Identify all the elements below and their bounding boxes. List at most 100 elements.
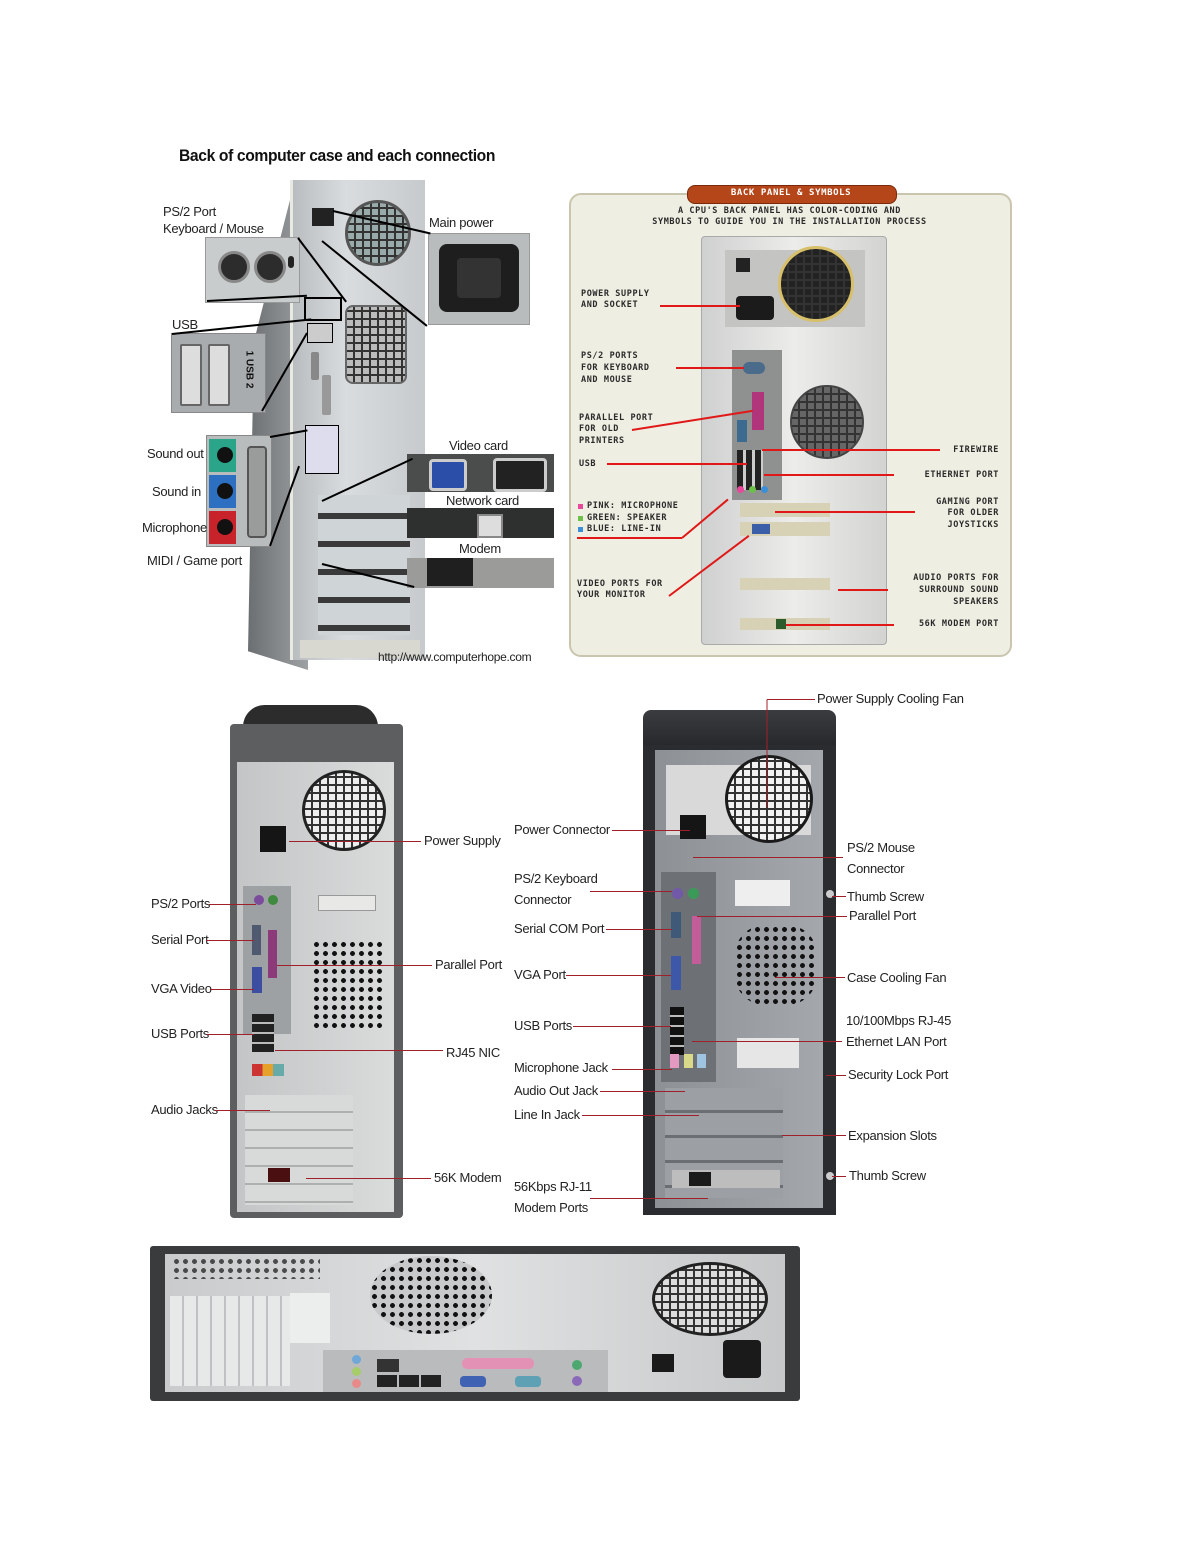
tower3-audio-jacks (252, 1064, 284, 1076)
serial-port-icon (737, 420, 747, 442)
label-sound-in: Sound in (152, 484, 201, 499)
power-socket-small (312, 208, 334, 226)
label-microphone: Microphone (142, 520, 207, 535)
label-serial-port: Serial Port (151, 932, 209, 947)
desktop-ps2-purple (572, 1376, 582, 1386)
tower3-serial (252, 925, 261, 955)
label-modem-ports-2: Modem Ports (514, 1200, 589, 1215)
usb-port-2-icon (208, 344, 230, 406)
legend-swatch-blue (578, 527, 583, 532)
leader-audio-out (600, 1091, 685, 1092)
label-56k-modem: 56K Modem (434, 1170, 502, 1185)
leader-firewire (762, 449, 940, 451)
leader-ethernet (764, 474, 894, 476)
tower4-psu-fan-icon (725, 755, 813, 843)
legend-green-text: GREEN: SPEAKER (587, 513, 668, 523)
psu-fan-icon (345, 200, 411, 266)
label-power-supply: Power Supply (424, 833, 501, 848)
desktop-power-switch-icon (652, 1354, 674, 1372)
label-sound-out: Sound out (147, 446, 204, 461)
label-audio-2: SURROUND SOUND (918, 585, 999, 595)
leader-usb (207, 1034, 254, 1035)
legend-swatch-pink (578, 504, 583, 509)
label-power-supply-2: AND SOCKET (581, 300, 639, 310)
label-usb-ports: USB Ports (514, 1018, 572, 1033)
figure1-title: Back of computer case and each connectio… (179, 146, 496, 165)
label-main-power: Main power (429, 215, 494, 230)
label-thumb-screw-2: Thumb Screw (849, 1168, 926, 1183)
label-video-1: VIDEO PORTS FOR (577, 579, 663, 589)
panel-header (687, 185, 897, 204)
label-parallel-3: PRINTERS (579, 436, 625, 446)
label-ps2-port: PS/2 Port (163, 204, 216, 219)
case-fan-round-icon (790, 385, 864, 459)
leader-serial (206, 940, 254, 941)
leader-audio-ports (838, 589, 888, 591)
leader-audio (215, 1110, 270, 1111)
desktop-usb-ports (377, 1375, 441, 1387)
sound-in-jack-icon (209, 475, 236, 508)
tower3-ps2-purple (254, 895, 264, 905)
tower4-sticker2 (737, 1038, 799, 1068)
label-ps2-mouse-1: PS/2 Mouse (847, 840, 915, 855)
label-usb: USB (172, 317, 198, 332)
label-video-card: Video card (449, 438, 508, 453)
leader-ps2-mouse (693, 857, 843, 858)
label-parallel-port: Parallel Port (435, 957, 502, 972)
label-ps2-1: PS/2 PORTS (581, 351, 639, 361)
power-socket-icon (736, 296, 774, 320)
usb-symbol-text: 1 USB 2 (243, 350, 255, 389)
leader-psu-fan-h (767, 699, 815, 700)
label-network-card: Network card (446, 493, 519, 508)
label-ps2-keyboard-2: Connector (514, 892, 572, 907)
usb-ports-icon (737, 450, 763, 490)
tower3-io-plate (243, 886, 291, 1034)
leader-power (660, 305, 740, 307)
panel-intro-line2: SYMBOLS TO GUIDE YOU IN THE INSTALLATION… (652, 217, 927, 227)
audio-region-box (305, 425, 339, 474)
label-rj45-nic: RJ45 NIC (446, 1045, 500, 1060)
leader-thumb-1 (832, 896, 846, 897)
audio-inset (206, 435, 272, 547)
desktop-audio-pink (352, 1379, 361, 1388)
leader-ps2 (209, 904, 256, 905)
tower4-ps2-mouse (688, 888, 699, 899)
tower3-psu-fan-icon (302, 770, 386, 851)
mouse-symbol-icon (288, 256, 294, 268)
desktop-audio-green (352, 1367, 361, 1376)
microphone-jack-icon (209, 511, 236, 544)
ps2-region-box (304, 297, 342, 321)
parallel-port-small (322, 375, 331, 415)
leader-parallel (697, 916, 847, 917)
desktop-power-socket-icon (723, 1340, 761, 1378)
audio-jack-blue (761, 486, 768, 493)
leader-audio-legend (577, 537, 682, 539)
ps2-inset (205, 237, 300, 303)
label-keyboard-mouse: Keyboard / Mouse (163, 221, 264, 236)
desktop-vga-port (460, 1376, 486, 1387)
tower4-barcode-sticker (735, 880, 790, 906)
label-lan-1: 10/100Mbps RJ-45 (846, 1013, 952, 1028)
game-port-icon (247, 446, 267, 538)
power-switch-icon (736, 258, 750, 272)
leader-vga (566, 975, 671, 976)
label-modem: Modem (459, 541, 501, 556)
label-parallel-port: Parallel Port (849, 908, 916, 923)
tower4-audio-blue (697, 1054, 706, 1068)
label-gaming-1: GAMING PORT (936, 497, 999, 507)
modem-port-green-icon (776, 619, 786, 629)
leader-lan (692, 1041, 842, 1042)
label-microphone-jack: Microphone Jack (514, 1060, 608, 1075)
leader-usb (573, 1026, 671, 1027)
tower3-vga (252, 967, 262, 993)
leader-power (612, 830, 690, 831)
tower3-usb (252, 1014, 274, 1052)
desktop-rj45-port (377, 1359, 399, 1372)
usb-port-1-icon (180, 344, 202, 406)
vga-port-blue-icon (752, 524, 770, 534)
label-power-connector: Power Connector (514, 822, 610, 837)
desktop-psu-fan-icon (652, 1262, 768, 1336)
leader-psu-fan-v (766, 699, 768, 808)
ps2-ports-icon (743, 362, 765, 374)
label-audio-jacks: Audio Jacks (151, 1102, 218, 1117)
